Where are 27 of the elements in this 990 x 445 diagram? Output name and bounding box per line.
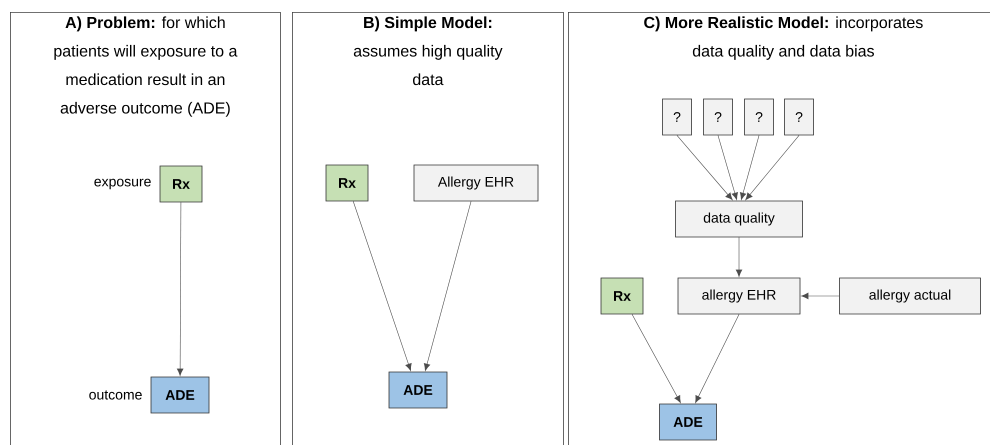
- model-box: data quality: [675, 200, 803, 238]
- node-caption: exposure: [94, 178, 151, 190]
- model-box: ?: [703, 98, 733, 136]
- model-box: ?: [784, 98, 814, 136]
- model-box: allergy actual: [839, 278, 981, 314]
- arrow: [740, 135, 760, 200]
- arrow: [736, 237, 742, 277]
- model-box: allergy EHR: [678, 278, 800, 314]
- model-box: ?: [744, 98, 774, 136]
- arrow: [801, 292, 840, 300]
- model-box: Rx: [326, 164, 368, 202]
- arrow: [676, 135, 733, 200]
- model-box: ADE: [150, 376, 210, 414]
- model-box: ADE: [659, 404, 717, 440]
- model-box: Rx: [160, 166, 202, 202]
- model-box: Allergy EHR: [414, 164, 538, 202]
- model-box: ?: [662, 98, 692, 136]
- arrow: [352, 201, 412, 371]
- model-box: ADE: [388, 372, 448, 408]
- model-box: Rx: [600, 278, 644, 314]
- arrow: [745, 135, 800, 200]
- arrow: [176, 202, 184, 376]
- arrow: [632, 314, 681, 403]
- arrow: [424, 201, 472, 371]
- arrow: [695, 314, 740, 403]
- node-caption: outcome: [89, 390, 142, 400]
- arrow: [718, 135, 738, 200]
